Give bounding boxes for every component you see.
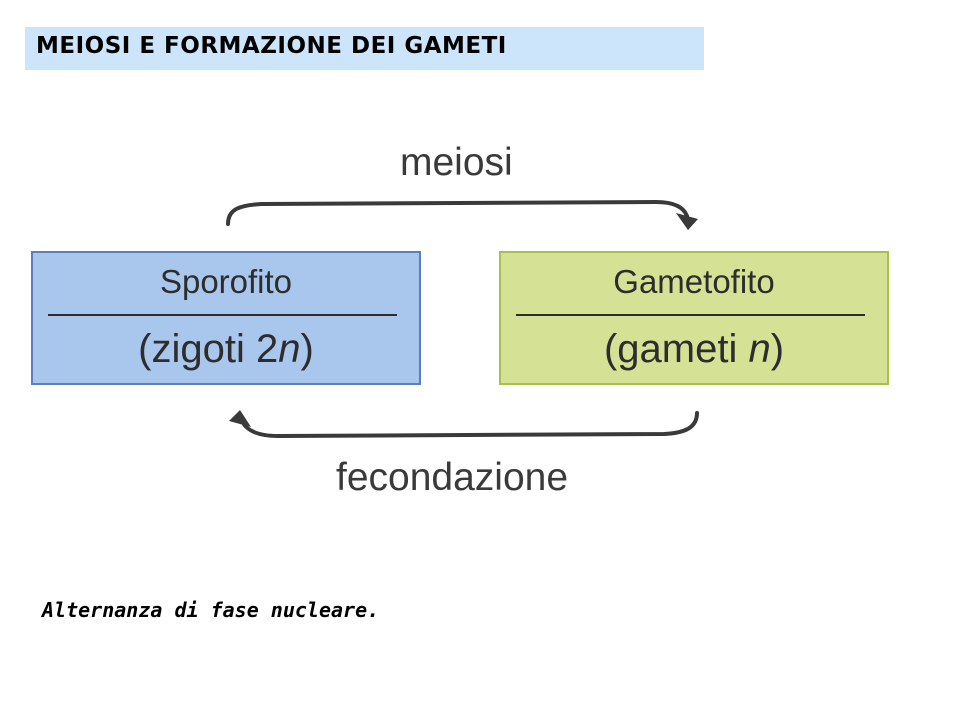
meiosi-arrowhead (676, 213, 698, 230)
sporofito-detail: (zigoti 2n) (33, 327, 419, 372)
gametofito-detail: (gameti n) (501, 327, 887, 372)
gametofito-detail-italic: n (748, 327, 771, 371)
sporofito-label: Sporofito (159, 263, 293, 300)
sporofito-detail-italic: n (278, 327, 301, 371)
meiosi-arrow-line (226, 199, 689, 226)
gametofito-detail-suffix: ) (770, 327, 785, 371)
sporofito-detail-prefix: (zigoti 2 (138, 327, 279, 371)
fecondazione-arrow (229, 410, 699, 439)
fecondazione-arrowhead (229, 410, 251, 427)
sporofito-detail-suffix: ) (300, 327, 314, 371)
meiosi-arrow-label: meiosi (400, 141, 513, 184)
gametofito-divider (516, 314, 865, 316)
page-title: MEIOSI E FORMAZIONE DEI GAMETI (36, 33, 507, 59)
gametofito-detail-prefix: (gameti (603, 327, 749, 371)
gametofito-label: Gametofito (613, 263, 775, 300)
gametofito-box: Gametofito (gameti n) (499, 251, 889, 385)
sporofito-box: Sporofito (zigoti 2n) (31, 251, 421, 385)
sporofito-divider (48, 314, 397, 316)
title-bar: MEIOSI E FORMAZIONE DEI GAMETI (25, 27, 704, 70)
caption: Alternanza di fase nucleare. (42, 598, 380, 622)
fecondazione-arrow-line (241, 411, 699, 439)
meiosi-arrow (226, 199, 698, 230)
fecondazione-arrow-label: fecondazione (336, 456, 569, 499)
